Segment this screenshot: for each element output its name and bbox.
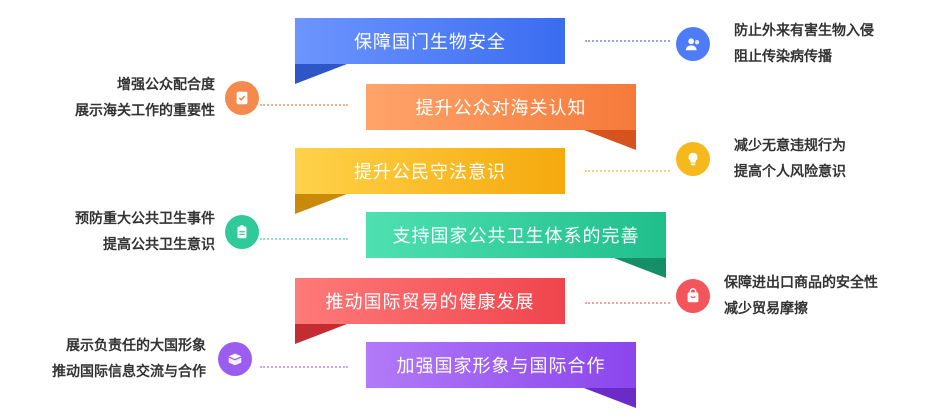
step-4-line-2: 提高公共卫生意识 <box>103 237 215 253</box>
bag-icon <box>676 279 710 313</box>
step-3-fold <box>295 194 347 214</box>
step-2-line-1: 增强公众配合度 <box>117 77 215 93</box>
step-1-line-1: 防止外来有害生物入侵 <box>734 23 874 39</box>
step-5-label: 推动国际贸易的健康发展 <box>325 292 535 313</box>
step-3-line-2: 提高个人风险意识 <box>734 164 846 180</box>
step-5-line-1: 保障进出口商品的安全性 <box>724 275 878 291</box>
step-5-fold <box>295 324 347 344</box>
step-1-line-2: 阻止传染病传播 <box>734 49 832 65</box>
step-6-label: 加强国家形象与国际合作 <box>396 356 606 377</box>
step-2-banner: 提升公众对海关认知 <box>366 84 636 130</box>
clipboard-icon <box>225 215 259 249</box>
step-1-side: 防止外来有害生物入侵 阻止传染病传播 <box>676 18 874 70</box>
step-6-side: 展示负责任的大国形象 推动国际信息交流与合作 <box>0 333 252 385</box>
step-4-side: 预防重大公共卫生事件 提高公共卫生意识 <box>20 206 259 258</box>
step-4-line-1: 预防重大公共卫生事件 <box>75 211 215 227</box>
step-4-banner: 支持国家公共卫生体系的完善 <box>366 212 666 258</box>
step-6-line-1: 展示负责任的大国形象 <box>66 338 206 354</box>
step-3-label: 提升公民守法意识 <box>354 162 506 183</box>
step-4: 支持国家公共卫生体系的完善 <box>366 212 666 290</box>
step-4-connector <box>260 238 348 240</box>
step-4-fold <box>614 258 666 278</box>
step-5: 推动国际贸易的健康发展 <box>295 278 565 356</box>
step-2-line-2: 展示海关工作的重要性 <box>75 103 215 119</box>
step-1-fold <box>295 64 347 84</box>
step-1-label: 保障国门生物安全 <box>354 32 506 53</box>
step-3-banner: 提升公民守法意识 <box>295 148 565 194</box>
badge-icon <box>225 81 259 115</box>
step-2: 提升公众对海关认知 <box>366 84 636 162</box>
box-icon <box>218 342 252 376</box>
step-5-banner: 推动国际贸易的健康发展 <box>295 278 565 324</box>
step-6-connector <box>260 366 348 368</box>
bulb-icon <box>676 142 710 176</box>
step-3: 提升公民守法意识 <box>295 148 565 226</box>
step-1-banner: 保障国门生物安全 <box>295 18 565 64</box>
step-5-connector <box>585 302 670 304</box>
step-2-fold <box>584 130 636 150</box>
step-5-side: 保障进出口商品的安全性 减少贸易摩擦 <box>676 270 878 322</box>
step-6-line-2: 推动国际信息交流与合作 <box>52 364 206 380</box>
users-icon <box>676 27 710 61</box>
step-2-side: 增强公众配合度 展示海关工作的重要性 <box>20 72 259 124</box>
step-6: 加强国家形象与国际合作 <box>366 342 636 420</box>
step-4-label: 支持国家公共卫生体系的完善 <box>392 226 640 247</box>
step-3-connector <box>585 170 670 172</box>
step-1-connector <box>585 40 670 42</box>
step-6-fold <box>584 388 636 408</box>
step-6-banner: 加强国家形象与国际合作 <box>366 342 636 388</box>
step-5-line-2: 减少贸易摩擦 <box>724 301 808 317</box>
step-2-connector <box>260 104 348 106</box>
step-2-label: 提升公众对海关认知 <box>415 98 587 119</box>
step-1: 保障国门生物安全 <box>295 18 565 96</box>
step-3-side: 减少无意违规行为 提高个人风险意识 <box>676 133 846 185</box>
step-3-line-1: 减少无意违规行为 <box>734 138 846 154</box>
